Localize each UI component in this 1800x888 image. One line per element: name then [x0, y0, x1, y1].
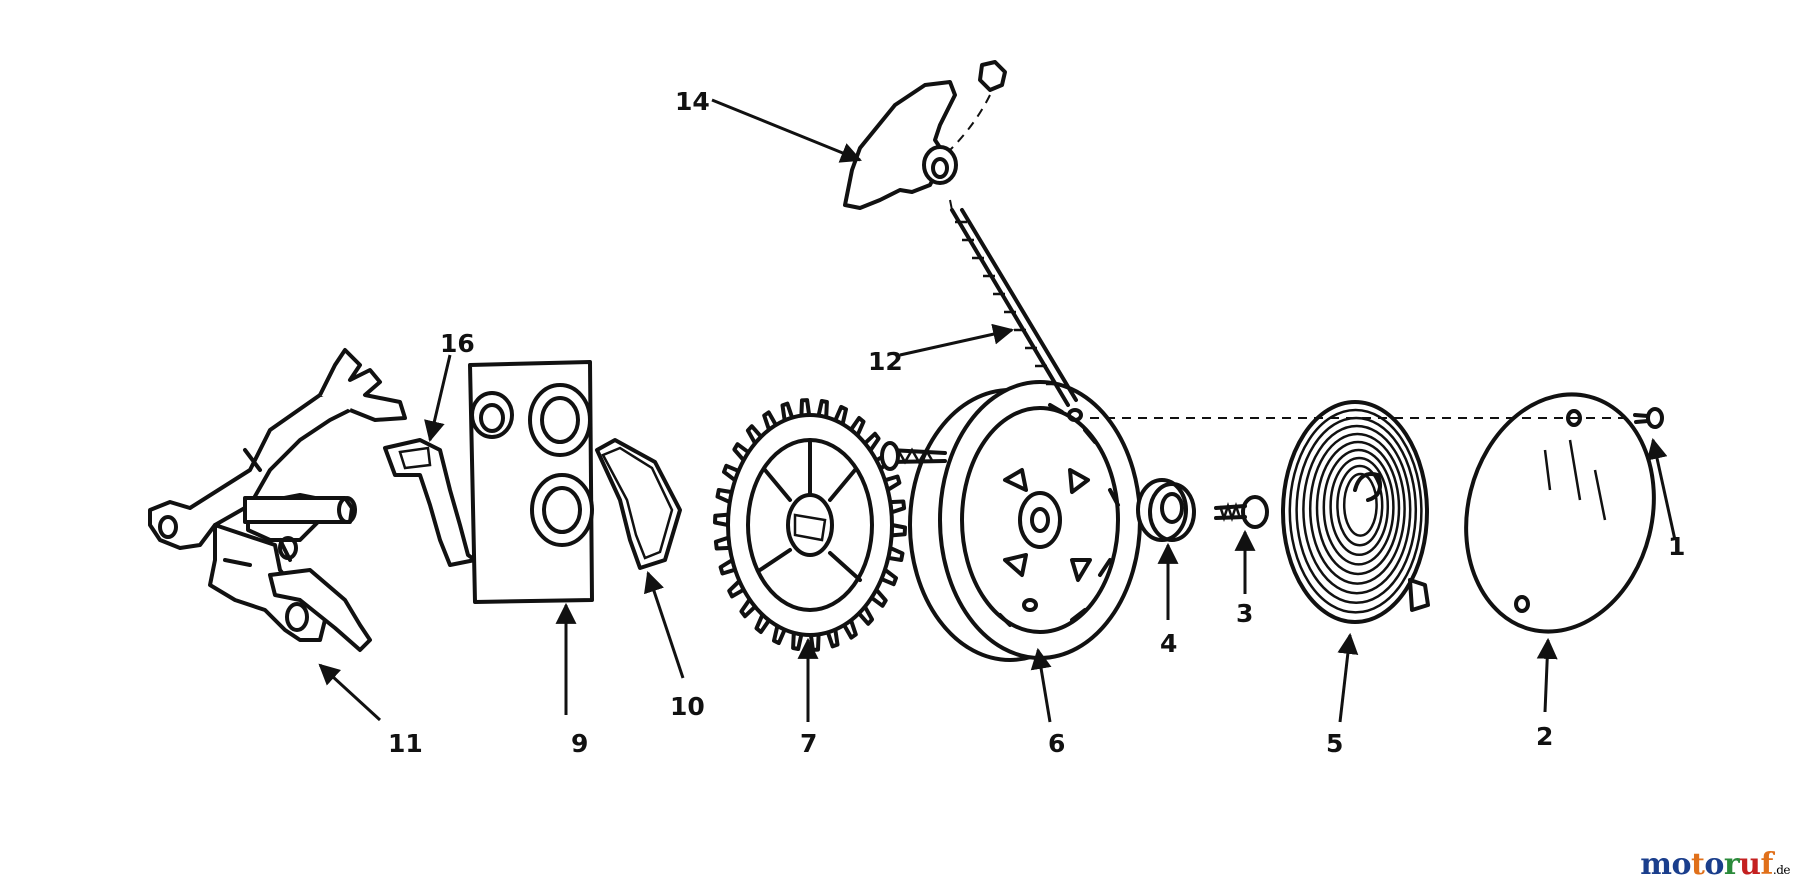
- spring-coil: [1288, 408, 1423, 614]
- watermark-letter: t: [1690, 847, 1705, 882]
- spring-coil: [1315, 440, 1401, 576]
- part-12-starter-rope: [949, 199, 1078, 407]
- callout-12: 12: [868, 347, 903, 376]
- watermark-letter: m: [1640, 847, 1672, 882]
- part-1-screw: [1090, 407, 1664, 429]
- part-2-cover: [1464, 392, 1656, 634]
- leader-lines: [318, 98, 1677, 723]
- callout-7: 7: [800, 729, 817, 758]
- part-3-screw: [1214, 495, 1269, 529]
- spring-coil: [1329, 456, 1390, 557]
- part-16-brake-shoe: [383, 438, 477, 567]
- part-7-ratchet-gear: [713, 398, 907, 652]
- part-6-pulley-reel: [880, 380, 1142, 662]
- spring-coil: [1302, 424, 1412, 595]
- site-watermark: motoruf.de: [1640, 847, 1790, 882]
- callout-11: 11: [388, 729, 423, 758]
- watermark-letter: f: [1760, 847, 1773, 882]
- callout-9: 9: [571, 729, 588, 758]
- watermark-suffix: .de: [1772, 863, 1791, 877]
- callout-10: 10: [670, 692, 705, 721]
- spring-coil: [1308, 432, 1406, 585]
- callout-6: 6: [1048, 729, 1065, 758]
- part-5-recoil-spring: [1281, 400, 1430, 624]
- callout-5: 5: [1326, 729, 1343, 758]
- callout-labels: 14 12 16 11 9 10 7 6 4 3 5 2 1: [388, 87, 1685, 758]
- callout-3: 3: [1236, 599, 1253, 628]
- watermark-letter: o: [1671, 847, 1691, 882]
- callout-14: 14: [675, 87, 710, 116]
- callout-1: 1: [1668, 532, 1685, 561]
- callout-2: 2: [1536, 722, 1553, 751]
- watermark-letter: u: [1739, 847, 1761, 882]
- part-4-bushing: [1136, 478, 1196, 542]
- part-9-gasket-plate: [468, 360, 594, 604]
- watermark-letter: o: [1704, 847, 1724, 882]
- spring-coil: [1322, 448, 1395, 566]
- part-14-starter-handle: [843, 60, 1007, 210]
- watermark-text: motoruf: [1640, 847, 1773, 882]
- callout-16: 16: [440, 329, 475, 358]
- spring-coil: [1295, 416, 1418, 605]
- callout-4: 4: [1160, 629, 1177, 658]
- watermark-letter: r: [1723, 847, 1740, 882]
- spring-coil: [1336, 464, 1384, 547]
- spring-coils: [1281, 400, 1429, 624]
- part-11-control-bracket: [148, 348, 407, 652]
- spring-coil: [1342, 472, 1378, 537]
- part-10-wire-spring: [595, 438, 682, 570]
